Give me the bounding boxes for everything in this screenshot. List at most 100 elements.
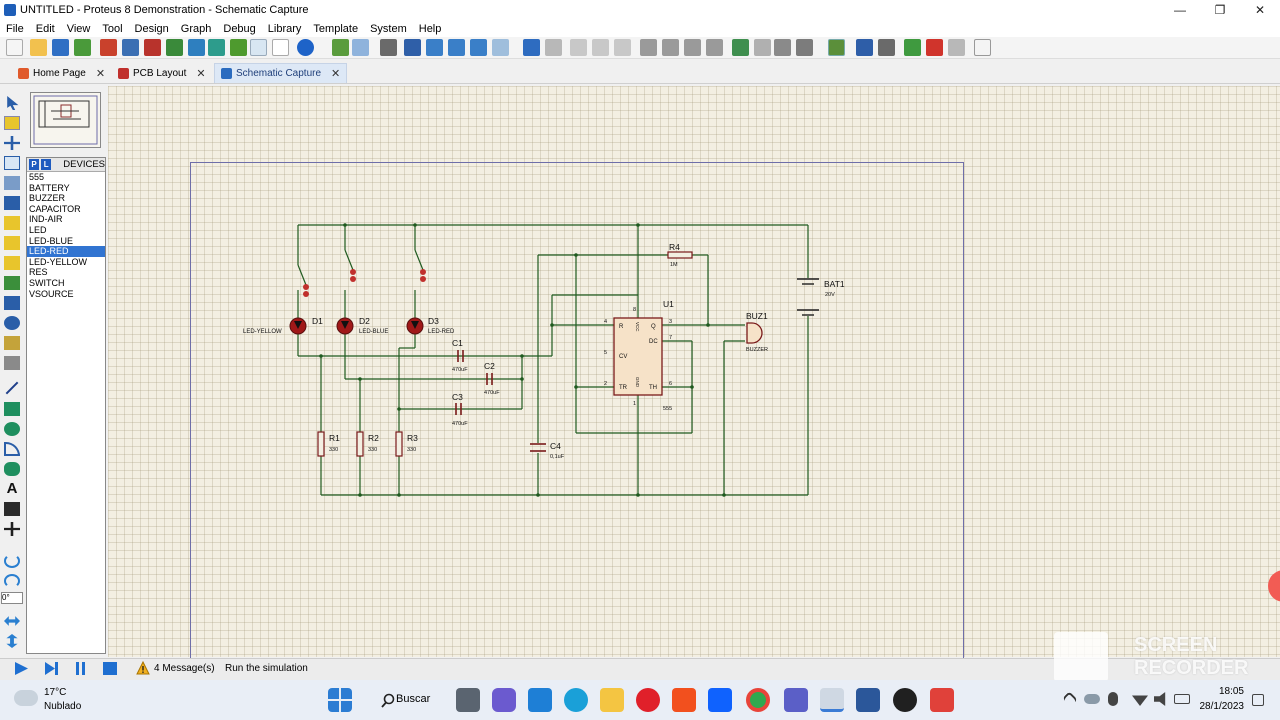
notes-icon[interactable]: [250, 39, 267, 56]
property-tool-icon[interactable]: [878, 39, 895, 56]
rotation-angle-field[interactable]: 0°: [1, 592, 23, 604]
block-copy-icon[interactable]: [640, 39, 657, 56]
tab-close-icon[interactable]: ✕: [95, 67, 106, 80]
weather-cloud-icon[interactable]: [14, 690, 38, 706]
wifi-icon[interactable]: [1132, 695, 1148, 706]
clock-date[interactable]: 28/1/2023: [1199, 701, 1245, 712]
remove-sheet-icon[interactable]: [926, 39, 943, 56]
mail-icon[interactable]: [528, 688, 552, 712]
device-list-item[interactable]: IND-AIR: [29, 214, 63, 225]
paste-icon[interactable]: [614, 39, 631, 56]
tape-recorder-icon[interactable]: [4, 296, 20, 310]
brave-browser-icon[interactable]: [672, 688, 696, 712]
symbol-tool-icon[interactable]: [4, 502, 20, 516]
file-explorer-icon[interactable]: [600, 688, 624, 712]
warning-icon[interactable]: [136, 660, 150, 675]
device-list-item[interactable]: BATTERY: [29, 182, 70, 193]
teams-chat-icon[interactable]: [492, 688, 516, 712]
opera-browser-icon[interactable]: [636, 688, 660, 712]
origin-icon[interactable]: [380, 39, 397, 56]
device-pins-icon[interactable]: [4, 256, 20, 270]
buses-icon[interactable]: [4, 196, 20, 210]
import-icon[interactable]: [74, 39, 91, 56]
menu-help[interactable]: Help: [418, 22, 442, 35]
menu-library[interactable]: Library: [267, 22, 302, 35]
box-tool-icon[interactable]: [4, 402, 20, 416]
pick-devices-button[interactable]: P: [29, 159, 40, 170]
tab-pcb-layout[interactable]: PCB Layout ✕: [112, 63, 212, 83]
block-move-icon[interactable]: [662, 39, 679, 56]
subcircuit-icon[interactable]: [4, 216, 20, 230]
device-list-item[interactable]: LED-BLUE: [29, 235, 74, 246]
schematic-icon[interactable]: [122, 39, 139, 56]
dropbox-icon[interactable]: [708, 688, 732, 712]
microphone-icon[interactable]: [1108, 692, 1118, 706]
zoom-all-icon[interactable]: [470, 39, 487, 56]
copy-icon[interactable]: [592, 39, 609, 56]
cut-icon[interactable]: [570, 39, 587, 56]
weather-temperature[interactable]: 17°C: [44, 687, 67, 698]
menu-edit[interactable]: Edit: [35, 22, 55, 35]
rotate-anticlockwise-icon[interactable]: [4, 574, 20, 588]
schematic-canvas[interactable]: [108, 86, 1280, 657]
edge-browser-icon[interactable]: [564, 688, 588, 712]
packaging-tool-icon[interactable]: [774, 39, 791, 56]
battery-icon[interactable]: [1174, 694, 1190, 704]
maximize-button[interactable]: ❐: [1214, 3, 1226, 17]
capacitors[interactable]: [455, 350, 546, 452]
make-device-icon[interactable]: [754, 39, 771, 56]
tab-close-icon[interactable]: ✕: [331, 68, 341, 80]
tab-schematic-capture[interactable]: Schematic Capture ✕: [214, 63, 348, 83]
tab-home-page[interactable]: Home Page ✕: [12, 63, 111, 83]
bom-icon[interactable]: [208, 39, 225, 56]
zoom-out-icon[interactable]: [448, 39, 465, 56]
virtual-instruments-icon[interactable]: [4, 356, 20, 370]
device-list-item[interactable]: LED: [29, 224, 47, 235]
battery-symbol[interactable]: [797, 278, 819, 316]
resistors[interactable]: [317, 251, 693, 457]
pan-icon[interactable]: [404, 39, 421, 56]
device-list-item[interactable]: SWITCH: [29, 277, 65, 288]
weather-description[interactable]: Nublado: [44, 701, 82, 712]
wire-autorouter-icon[interactable]: [828, 39, 845, 56]
volume-icon[interactable]: [1154, 692, 1166, 706]
mirror-vertical-icon[interactable]: [6, 634, 18, 648]
taskbar-search-button[interactable]: [372, 688, 462, 712]
led-d3[interactable]: [406, 317, 424, 335]
device-list-item[interactable]: BUZZER: [29, 193, 65, 204]
switches[interactable]: [297, 249, 424, 286]
stop-button[interactable]: [101, 661, 119, 676]
document-icon[interactable]: [272, 39, 289, 56]
menu-view[interactable]: View: [66, 22, 91, 35]
overview-window[interactable]: [30, 92, 101, 148]
pcb-icon[interactable]: [144, 39, 161, 56]
task-view-icon[interactable]: [456, 688, 480, 712]
search-label[interactable]: Buscar: [396, 693, 431, 705]
zoom-in-icon[interactable]: [426, 39, 443, 56]
buzzer-symbol[interactable]: [746, 322, 763, 344]
home-icon[interactable]: [100, 39, 117, 56]
menu-debug[interactable]: Debug: [223, 22, 256, 35]
menu-design[interactable]: Design: [134, 22, 169, 35]
terminals-icon[interactable]: [4, 236, 20, 250]
exit-parent-icon[interactable]: [948, 39, 965, 56]
block-rotate-icon[interactable]: [684, 39, 701, 56]
3d-view-icon[interactable]: [188, 39, 205, 56]
block-delete-icon[interactable]: [706, 39, 723, 56]
device-list-item[interactable]: RES: [29, 267, 48, 278]
tab-close-icon[interactable]: ✕: [196, 67, 206, 80]
minimize-button[interactable]: —: [1174, 3, 1186, 17]
library-manager-button[interactable]: L: [41, 159, 52, 170]
device-list-item[interactable]: LED-YELLOW: [29, 256, 88, 267]
gerber-icon[interactable]: [166, 39, 183, 56]
design-explorer-icon[interactable]: [230, 39, 247, 56]
device-list-item-selected[interactable]: LED-RED: [27, 246, 105, 257]
circle-tool-icon[interactable]: [4, 422, 20, 436]
messages-count[interactable]: 4 Message(s): [154, 663, 215, 674]
new-file-icon[interactable]: [6, 39, 23, 56]
proteus-taskbar-icon[interactable]: [820, 688, 844, 712]
generator-icon[interactable]: [4, 316, 20, 330]
new-sheet-icon[interactable]: [904, 39, 921, 56]
open-folder-icon[interactable]: [30, 39, 47, 56]
